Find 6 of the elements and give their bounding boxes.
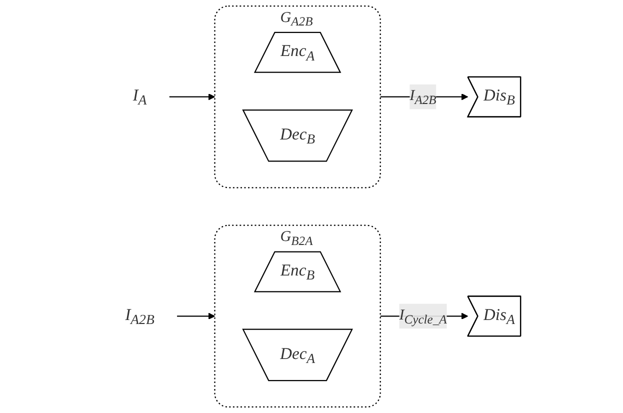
edge-label: I$_{Cycle_A}$ — [399, 306, 447, 326]
arrow — [169, 94, 216, 100]
node-text: I$_{A}$ — [132, 86, 147, 108]
arrow — [177, 312, 216, 320]
edge-label: I$_{A2B}$ — [410, 87, 436, 108]
node-text: I$_{A2B}$ — [125, 304, 154, 328]
